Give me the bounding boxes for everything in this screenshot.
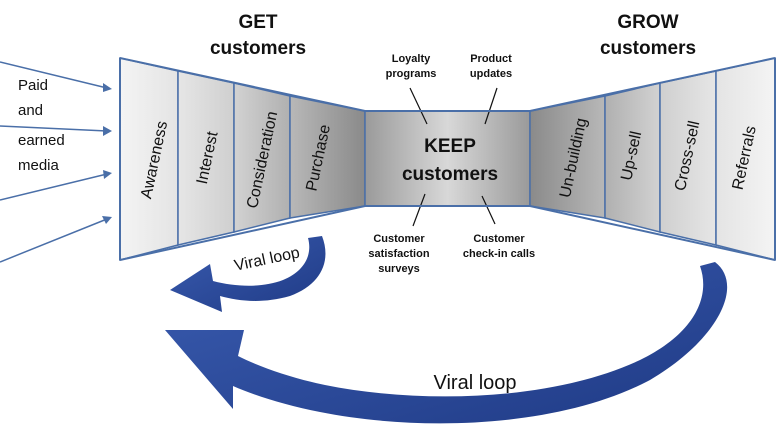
- svg-text:Customer: Customer: [373, 233, 425, 245]
- svg-text:and: and: [18, 102, 43, 119]
- svg-text:updates: updates: [470, 68, 512, 80]
- svg-text:earned: earned: [18, 132, 65, 149]
- svg-text:media: media: [18, 157, 60, 174]
- grow-funnel: Un-building Up-sell Cross-sell Referrals: [529, 57, 776, 261]
- small-viral-loop-arrow: Viral loop: [170, 236, 326, 312]
- svg-text:Paid: Paid: [18, 77, 48, 94]
- svg-text:Loyalty: Loyalty: [392, 53, 431, 65]
- funnel-outline-bottom: [119, 205, 776, 261]
- keep-tactic-satisfaction-surveys: Customer satisfaction surveys: [368, 193, 430, 275]
- keep-label-line1: KEEP: [424, 136, 476, 157]
- get-funnel: Awareness Interest Consideration Purchas…: [119, 57, 366, 261]
- large-viral-loop-arrow: Viral loop: [165, 262, 728, 424]
- svg-text:check-in calls: check-in calls: [463, 248, 535, 260]
- keep-tactic-product-updates: Product updates: [470, 53, 512, 125]
- paid-earned-media-label: Paid and earned media: [18, 77, 65, 174]
- svg-text:surveys: surveys: [378, 263, 420, 275]
- svg-text:Customer: Customer: [473, 233, 525, 245]
- keep-tactic-loyalty-programs: Loyalty programs: [386, 53, 437, 125]
- get-header-line1: GET: [238, 12, 277, 33]
- keep-label-line2: customers: [402, 164, 498, 185]
- svg-text:programs: programs: [386, 68, 437, 80]
- keep-box: KEEP customers: [364, 110, 531, 207]
- small-viral-loop-label: Viral loop: [233, 244, 302, 274]
- large-viral-loop-label: Viral loop: [433, 372, 516, 394]
- grow-header-line2: customers: [600, 38, 696, 59]
- svg-text:Product: Product: [470, 53, 512, 65]
- svg-text:satisfaction: satisfaction: [368, 248, 429, 260]
- get-header-line2: customers: [210, 38, 306, 59]
- funnel-outline-top: [119, 57, 776, 112]
- grow-header-line1: GROW: [617, 12, 678, 33]
- keep-tactic-check-in-calls: Customer check-in calls: [463, 195, 535, 260]
- input-arrows: [0, 61, 112, 263]
